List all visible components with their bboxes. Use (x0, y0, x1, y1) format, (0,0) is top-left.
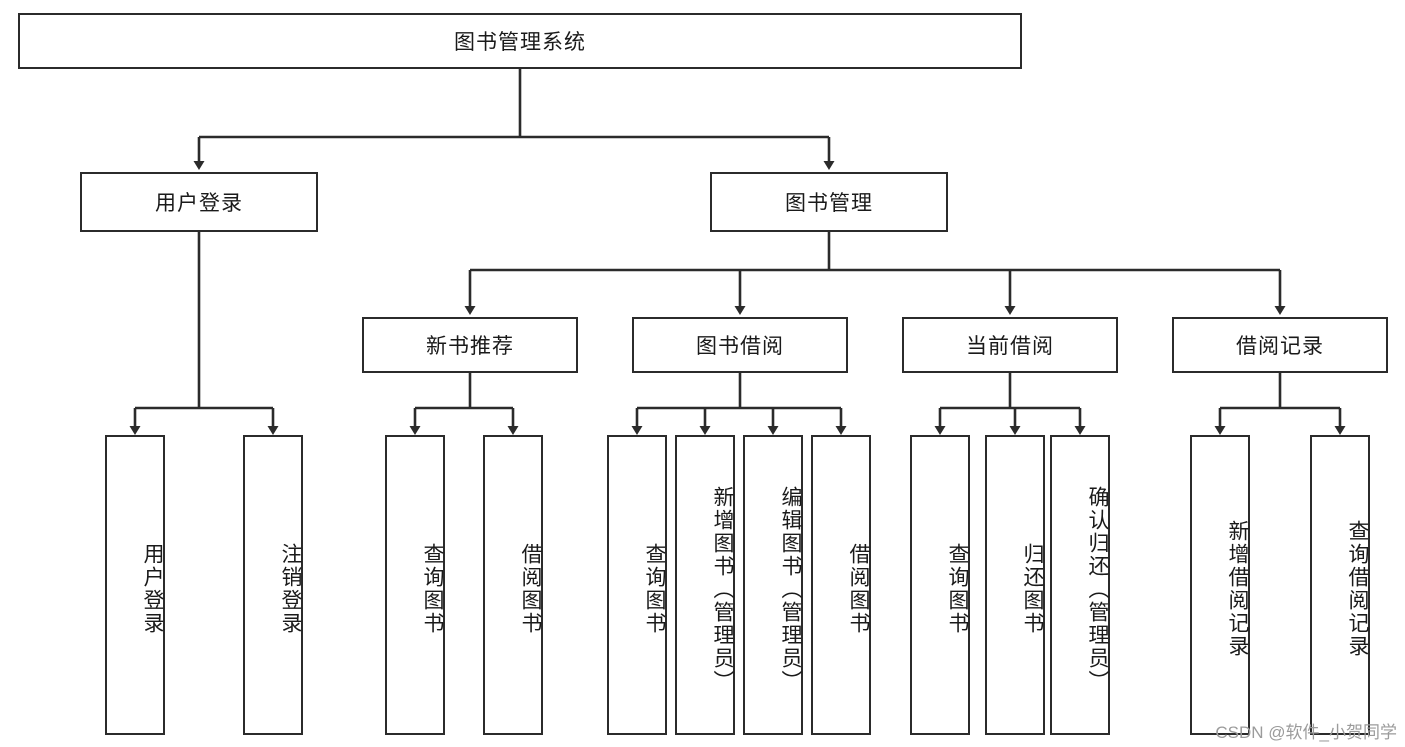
leaf-query-borrow-record[interactable]: 查询借阅记录 (1310, 435, 1370, 735)
node-current-borrow[interactable]: 当前借阅 (902, 317, 1118, 373)
leaf-query-book-borrow-label: 查询图书 (643, 543, 666, 635)
node-book-manage[interactable]: 图书管理 (710, 172, 948, 232)
node-new-book-recommend[interactable]: 新书推荐 (362, 317, 578, 373)
node-book-borrow-label: 图书借阅 (696, 335, 784, 358)
leaf-user-login[interactable]: 用户登录 (105, 435, 165, 735)
leaf-borrow-book-recommend-label: 借阅图书 (519, 543, 542, 635)
leaf-add-book-admin[interactable]: 新增图书（管理员） (675, 435, 735, 735)
node-user-login[interactable]: 用户登录 (80, 172, 318, 232)
leaf-borrow-book-label: 借阅图书 (847, 543, 870, 635)
node-book-manage-label: 图书管理 (785, 192, 873, 215)
node-root[interactable]: 图书管理系统 (18, 13, 1022, 69)
leaf-query-book-current-label: 查询图书 (946, 543, 969, 635)
leaf-add-book-admin-label: 新增图书（管理员） (711, 485, 734, 693)
leaf-add-borrow-record[interactable]: 新增借阅记录 (1190, 435, 1250, 735)
node-user-login-label: 用户登录 (155, 192, 243, 215)
leaf-return-book[interactable]: 归还图书 (985, 435, 1045, 735)
leaf-edit-book-admin[interactable]: 编辑图书（管理员） (743, 435, 803, 735)
leaf-query-book-current[interactable]: 查询图书 (910, 435, 970, 735)
leaf-query-book-recommend-label: 查询图书 (421, 543, 444, 635)
node-current-borrow-label: 当前借阅 (966, 335, 1054, 358)
leaf-confirm-return-admin-label: 确认归还（管理员） (1086, 485, 1109, 693)
node-root-label: 图书管理系统 (454, 31, 586, 54)
leaf-logout-login-label: 注销登录 (279, 543, 302, 635)
leaf-query-borrow-record-label: 查询借阅记录 (1346, 520, 1369, 658)
leaf-query-book-borrow[interactable]: 查询图书 (607, 435, 667, 735)
node-book-borrow[interactable]: 图书借阅 (632, 317, 848, 373)
leaf-edit-book-admin-label: 编辑图书（管理员） (779, 485, 802, 693)
leaf-borrow-book[interactable]: 借阅图书 (811, 435, 871, 735)
leaf-return-book-label: 归还图书 (1021, 543, 1044, 635)
leaf-query-book-recommend[interactable]: 查询图书 (385, 435, 445, 735)
leaf-user-login-label: 用户登录 (141, 543, 164, 635)
node-borrow-record-label: 借阅记录 (1236, 335, 1324, 358)
leaf-confirm-return-admin[interactable]: 确认归还（管理员） (1050, 435, 1110, 735)
watermark: CSDN @软件_小贺同学 (1215, 723, 1397, 742)
node-new-book-recommend-label: 新书推荐 (426, 335, 514, 358)
node-borrow-record[interactable]: 借阅记录 (1172, 317, 1388, 373)
leaf-borrow-book-recommend[interactable]: 借阅图书 (483, 435, 543, 735)
leaf-add-borrow-record-label: 新增借阅记录 (1226, 520, 1249, 658)
leaf-logout-login[interactable]: 注销登录 (243, 435, 303, 735)
